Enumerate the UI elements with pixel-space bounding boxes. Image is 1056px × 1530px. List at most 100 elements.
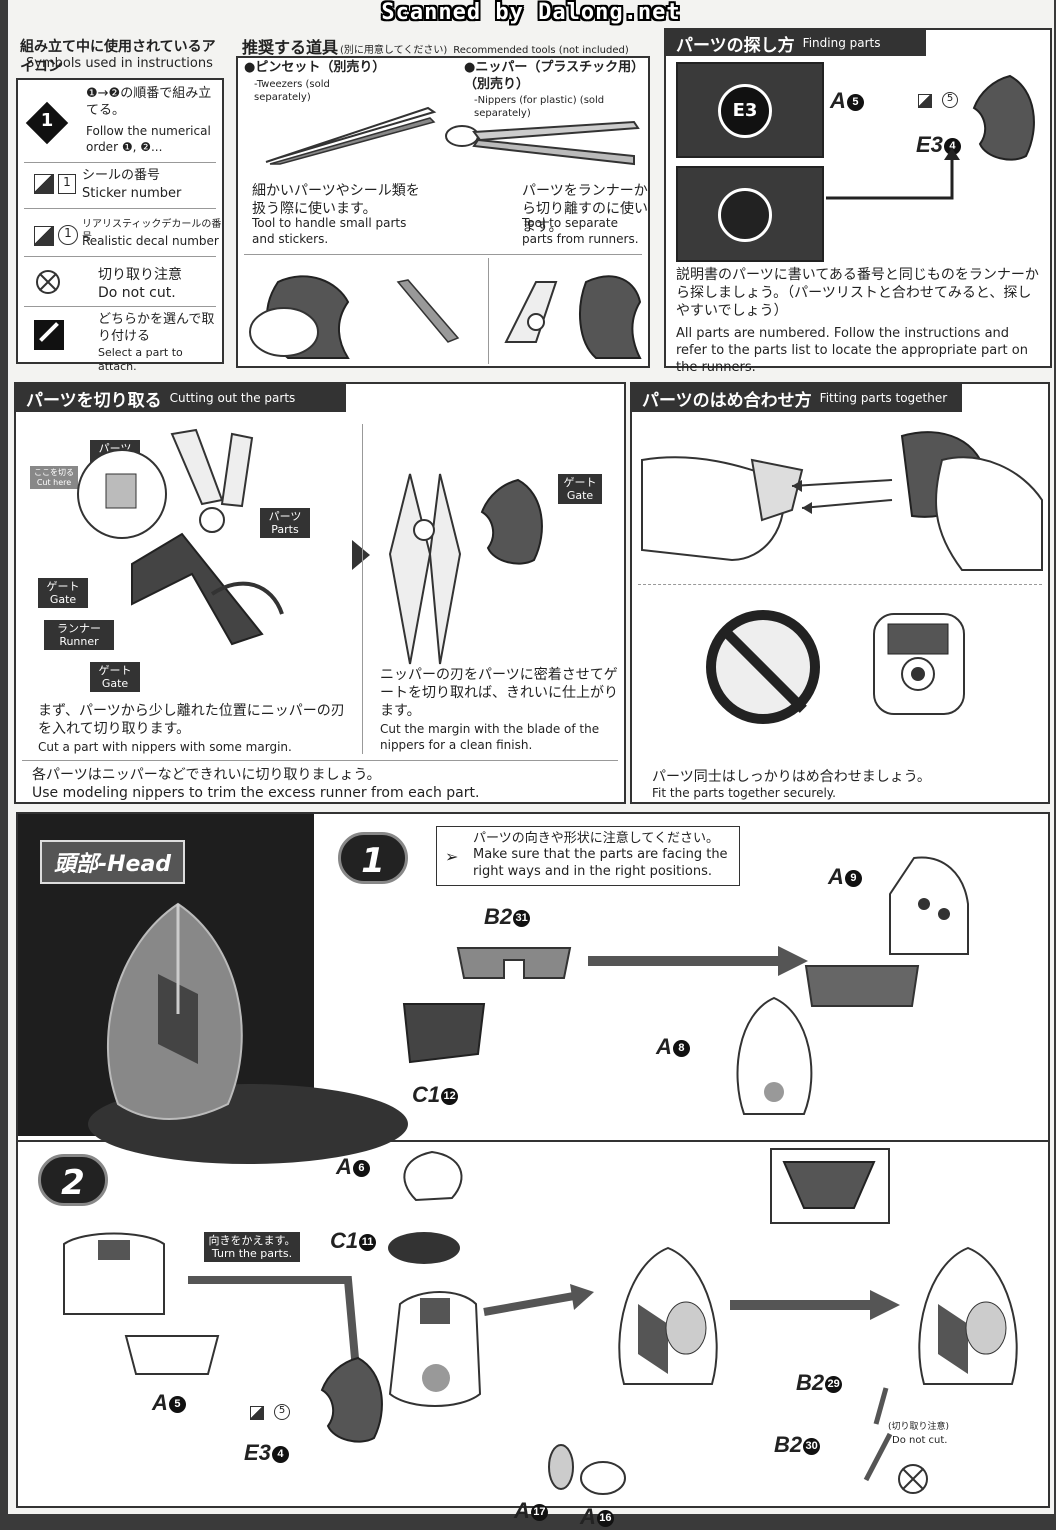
tweezers-illustration	[265, 106, 437, 165]
nippers-jp: ●ニッパー（プラスチック用）（別売り）	[464, 60, 638, 92]
finding-desc-jp: 説明書のパーツに書いてある番号と同じものをランナーから探しましょう。（パーツリス…	[676, 267, 1039, 320]
runner-label: ランナー Runner	[44, 620, 114, 651]
parts-label-2: パーツ Parts	[260, 508, 310, 539]
step2-c1-part	[388, 1232, 460, 1264]
cutting-title-en: Cutting out the parts	[169, 391, 296, 405]
runner-image-bottom	[676, 166, 824, 262]
cutting-title-jp: パーツを切り取る	[26, 390, 162, 411]
step2-a16-part	[580, 1461, 626, 1495]
nippers-illustration	[445, 120, 640, 166]
instruction-page: Scanned by Dalong.net 組み立て中に使用されているアイコン …	[8, 0, 1054, 1529]
step2-inset	[770, 1148, 890, 1224]
step2-helmet-back	[63, 1232, 165, 1315]
gate-label-3: ゲート Gate	[558, 474, 602, 505]
step2-arrow-3	[730, 1290, 900, 1320]
sticker-icon	[34, 174, 54, 194]
head-title: 頭部-Head	[40, 840, 186, 884]
tools-title-en: Recommended tools (not included)	[453, 45, 629, 56]
finding-sticker-icon	[918, 94, 932, 108]
decal-number-circle: 1	[58, 225, 78, 245]
symbols-box: 1 ❶→❷の順番で組み立てる。 Follow the numerical ord…	[16, 78, 224, 373]
gate-label-2: ゲート Gate	[90, 662, 140, 693]
step2-sticker-num: 5	[274, 1404, 290, 1420]
fitting-hands-illustration	[641, 431, 1043, 571]
fitting-desc-en: Fit the parts together securely.	[652, 786, 836, 800]
nippers-use-illustration	[504, 275, 642, 359]
turn-jp: 向きをかえます。	[208, 1234, 296, 1247]
step2-nocut-jp: (切り取り注意)	[888, 1422, 950, 1432]
cutting-step2-jp: ニッパーの刃をパーツに密着させてゲートを切り取れば、きれいに仕上がります。	[380, 667, 618, 720]
tools-title-jp: 推奨する道具	[242, 38, 339, 57]
decal-en: Realistic decal number	[82, 234, 219, 248]
fitting-title-jp: パーツのはめ合わせ方	[642, 390, 812, 411]
cutting-header: パーツを切り取る Cutting out the parts	[16, 384, 346, 412]
step2-head-core	[388, 1291, 482, 1407]
fitting-desc-jp: パーツ同士はしっかりはめ合わせましょう。	[652, 769, 931, 785]
nocut-en: Do not cut.	[98, 285, 176, 301]
fitting-panel: パーツのはめ合わせ方 Fitting parts together パーツ同士は…	[630, 382, 1050, 804]
finding-desc-en: All parts are numbered. Follow the instr…	[676, 326, 1028, 375]
fitting-title-en: Fitting parts together	[819, 391, 948, 405]
kamen-rider-head-illustration	[88, 902, 408, 1164]
tweezers-en: -Tweezers (sold separately)	[254, 79, 330, 103]
nocut-jp: 切り取り注意	[98, 267, 182, 283]
cutting-panel: パーツを切り取る Cutting out the parts ここを切る Cut…	[14, 382, 626, 804]
step1-assembly-mid	[804, 965, 920, 1007]
step2-e3-part	[320, 1356, 383, 1443]
step2-do-not-cut-icon	[898, 1464, 928, 1494]
correct-fit-illustration	[873, 613, 965, 715]
step2-a6-part	[403, 1150, 463, 1202]
tools-box: ●ピンセット（別売り） -Tweezers (sold separately) …	[236, 56, 650, 368]
wrong-fit-icon	[706, 610, 820, 724]
step-number-badge: 1	[40, 110, 54, 131]
finding-title-jp: パーツの探し方	[676, 35, 795, 56]
step2-b2-pins	[863, 1387, 893, 1482]
finding-arrow	[826, 148, 960, 200]
nippers-desc-jp: パーツをランナーから切り離すのに使います。	[522, 183, 648, 236]
sticker-number-box: 1	[58, 174, 76, 194]
select-part-icon	[34, 320, 64, 350]
tweezers-desc-jp: 細かいパーツやシール類を扱う際に使います。	[252, 183, 420, 218]
step1-c1-part	[402, 1003, 486, 1064]
cutting-step1-jp: まず、パーツから少し離れた位置にニッパーの刃を入れて切り取ります。	[38, 703, 345, 738]
step2-a5-part	[124, 1335, 220, 1375]
cutting-illustration	[77, 428, 284, 646]
nippers-desc-en: Tool to separate parts from runners.	[522, 216, 639, 246]
step1-note: ➢ パーツの向きや形状に注意してください。 Make sure that the…	[436, 826, 740, 886]
finding-sticker-num: 5	[942, 92, 958, 108]
order-jp: ❶→❷の順番で組み立てる。	[86, 86, 212, 118]
step2-arrow-2	[483, 1284, 594, 1316]
symbols-title-en: Symbols used in instructions	[26, 56, 213, 71]
turn-parts-note: 向きをかえます。 Turn the parts.	[204, 1232, 300, 1263]
gate-label-1: ゲート Gate	[38, 578, 88, 609]
cutting-all-jp: 各パーツはニッパーなどできれいに切り取りましょう。	[32, 767, 381, 783]
inset-chin-illustration	[782, 1161, 876, 1209]
sticker-jp: シールの番号	[82, 168, 161, 183]
next-step-arrow	[352, 540, 370, 570]
step1-note-jp: パーツの向きや形状に注意してください。	[473, 831, 719, 846]
select-jp: どちらかを選んで取り付ける	[98, 312, 215, 344]
runner-code-circle: E3	[718, 84, 772, 138]
tweezers-desc-en: Tool to handle small parts and stickers.	[252, 216, 407, 246]
fitting-header: パーツのはめ合わせ方 Fitting parts together	[632, 384, 962, 412]
cutting-all-en: Use modeling nippers to trim the excess …	[32, 785, 480, 801]
head-section: 頭部-Head 1 ➢ パーツの向きや形状に注意してください。 Make sur…	[16, 812, 1050, 1529]
turn-en: Turn the parts.	[211, 1247, 293, 1261]
finding-header: パーツの探し方 Finding parts	[666, 30, 926, 56]
decal-jp: リアリスティックデカールの番号	[82, 219, 222, 243]
step2-sticker-icon	[250, 1406, 264, 1420]
tweezers-jp: ●ピンセット（別売り）	[244, 60, 386, 75]
